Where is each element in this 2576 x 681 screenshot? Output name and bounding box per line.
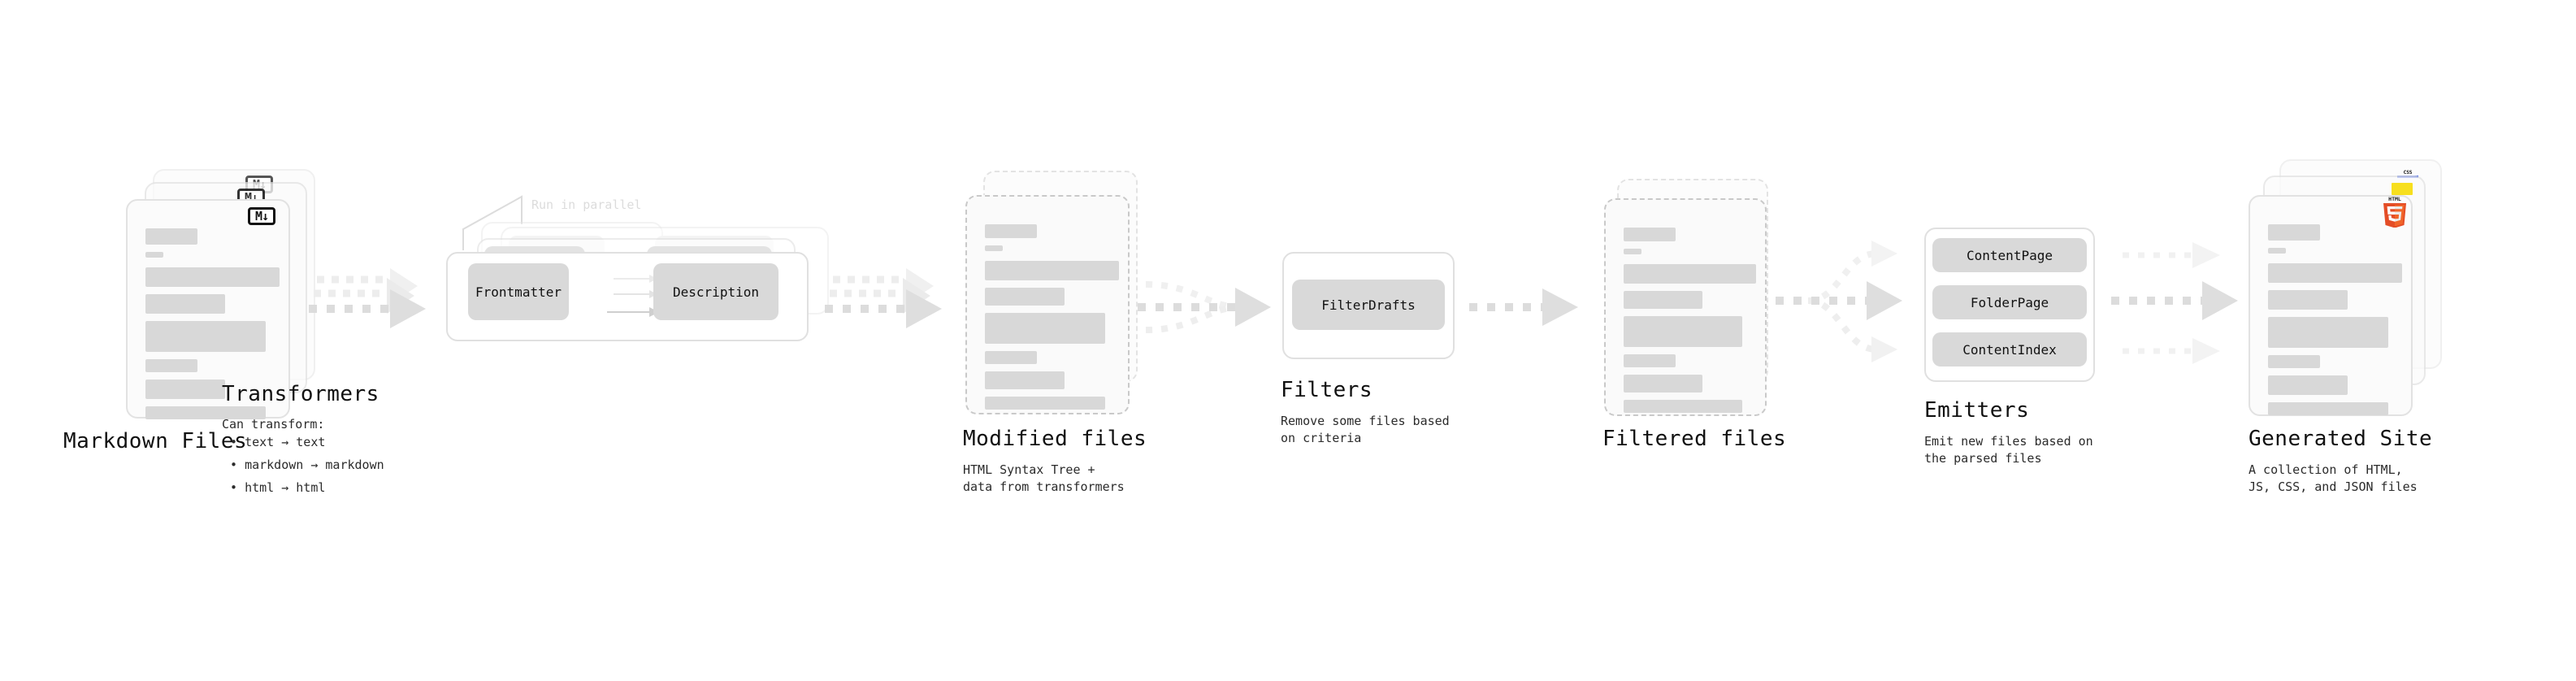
- skeleton-bar: [1624, 375, 1702, 393]
- emitter-chip-contentindex[interactable]: ContentIndex: [1932, 332, 2087, 367]
- skeleton-bar: [1624, 400, 1742, 413]
- skeleton-bar: [2268, 355, 2320, 368]
- stage-title-modified-files: Modified files: [963, 427, 1147, 451]
- run-in-parallel-label: Run in parallel: [531, 197, 642, 212]
- filters-subtitle: Remove some files based on criteria: [1281, 414, 1450, 445]
- skeleton-bar: [1624, 249, 1641, 254]
- skeleton-bar: [2268, 290, 2348, 310]
- emitter-chip-contentpage[interactable]: ContentPage: [1932, 238, 2087, 272]
- skeleton-bar: [145, 294, 225, 314]
- generated-site-subtitle: A collection of HTML, JS, CSS, and JSON …: [2249, 462, 2418, 494]
- skeleton-bar: [145, 406, 266, 419]
- transformer-chip-frontmatter[interactable]: Frontmatter: [468, 263, 569, 320]
- skeleton-bar: [985, 261, 1119, 280]
- connector-filtered-to-emitters: [1776, 241, 1902, 362]
- connector-emitters-to-site: [2111, 242, 2238, 364]
- skeleton-bar: [985, 224, 1037, 238]
- stage-title-filtered-files: Filtered files: [1602, 427, 1787, 451]
- skeleton-bar: [2268, 375, 2348, 395]
- transformers-bullet-3: • html → html: [230, 480, 326, 495]
- connector-md-to-transformers: [309, 268, 426, 328]
- emitters-subtitle: Emit new files based on the parsed files: [1924, 434, 2093, 466]
- bullet-text: markdown → markdown: [245, 458, 384, 472]
- transformers-subtitle: Can transform:: [222, 417, 325, 432]
- bullet-text: html → html: [245, 480, 326, 495]
- site-card-front[interactable]: [2249, 195, 2413, 416]
- bullet-text: text → text: [245, 435, 326, 449]
- skeleton-bar: [1624, 264, 1756, 284]
- transformers-bullet-1: • text → text: [230, 435, 326, 449]
- connector-filters-to-filtered: [1469, 288, 1578, 326]
- skeleton-bar: [2268, 317, 2388, 348]
- modified-skeleton-bars: [985, 224, 1119, 417]
- skeleton-bar: [2268, 402, 2388, 415]
- modified-files-subtitle: HTML Syntax Tree + data from transformer…: [963, 462, 1125, 494]
- skeleton-bar: [2268, 248, 2286, 254]
- skeleton-bar: [145, 380, 225, 399]
- svg-text:CSS: CSS: [2404, 170, 2413, 176]
- skeleton-bar: [2268, 263, 2402, 283]
- svg-text:HTML: HTML: [2388, 196, 2401, 202]
- stage-title-filters: Filters: [1281, 378, 1373, 402]
- skeleton-bar: [985, 397, 1105, 410]
- skeleton-bar: [985, 313, 1105, 344]
- skeleton-bar: [985, 245, 1003, 251]
- modified-card-front[interactable]: [965, 195, 1130, 414]
- filtered-skeleton-bars: [1624, 228, 1756, 420]
- markdown-icon: M↓: [248, 207, 275, 225]
- html5-icon: HTML: [2381, 195, 2409, 228]
- transformer-chip-description[interactable]: Description: [653, 263, 778, 320]
- skeleton-bar: [2268, 224, 2320, 241]
- skeleton-bar: [1624, 316, 1742, 347]
- connector-transformers-to-modified: [825, 268, 942, 328]
- transformers-bullet-2: • markdown → markdown: [230, 458, 384, 472]
- markdown-card-front[interactable]: [126, 199, 290, 419]
- skeleton-bar: [1624, 354, 1676, 367]
- connector-modified-to-filters: [1138, 281, 1271, 333]
- stage-title-transformers: Transformers: [222, 382, 379, 406]
- skeleton-bar: [145, 359, 197, 372]
- skeleton-bar: [145, 228, 197, 245]
- filter-chip-filterdrafts[interactable]: FilterDrafts: [1292, 280, 1445, 330]
- site-skeleton-bars: [2268, 224, 2402, 423]
- stage-title-generated-site: Generated Site: [2249, 427, 2433, 451]
- skeleton-bar: [1624, 291, 1702, 309]
- markdown-skeleton-bars: [145, 228, 280, 427]
- skeleton-bar: [985, 351, 1037, 364]
- skeleton-bar: [145, 321, 266, 352]
- skeleton-bar: [985, 288, 1065, 306]
- skeleton-bar: [1624, 228, 1676, 241]
- skeleton-bar: [145, 267, 280, 287]
- stage-title-markdown-files: Markdown Files: [63, 429, 248, 453]
- skeleton-bar: [145, 252, 163, 258]
- emitter-chip-folderpage[interactable]: FolderPage: [1932, 285, 2087, 319]
- filtered-card-front[interactable]: [1604, 198, 1767, 416]
- stage-title-emitters: Emitters: [1924, 398, 2030, 423]
- js-icon: [2392, 183, 2413, 195]
- skeleton-bar: [985, 371, 1065, 389]
